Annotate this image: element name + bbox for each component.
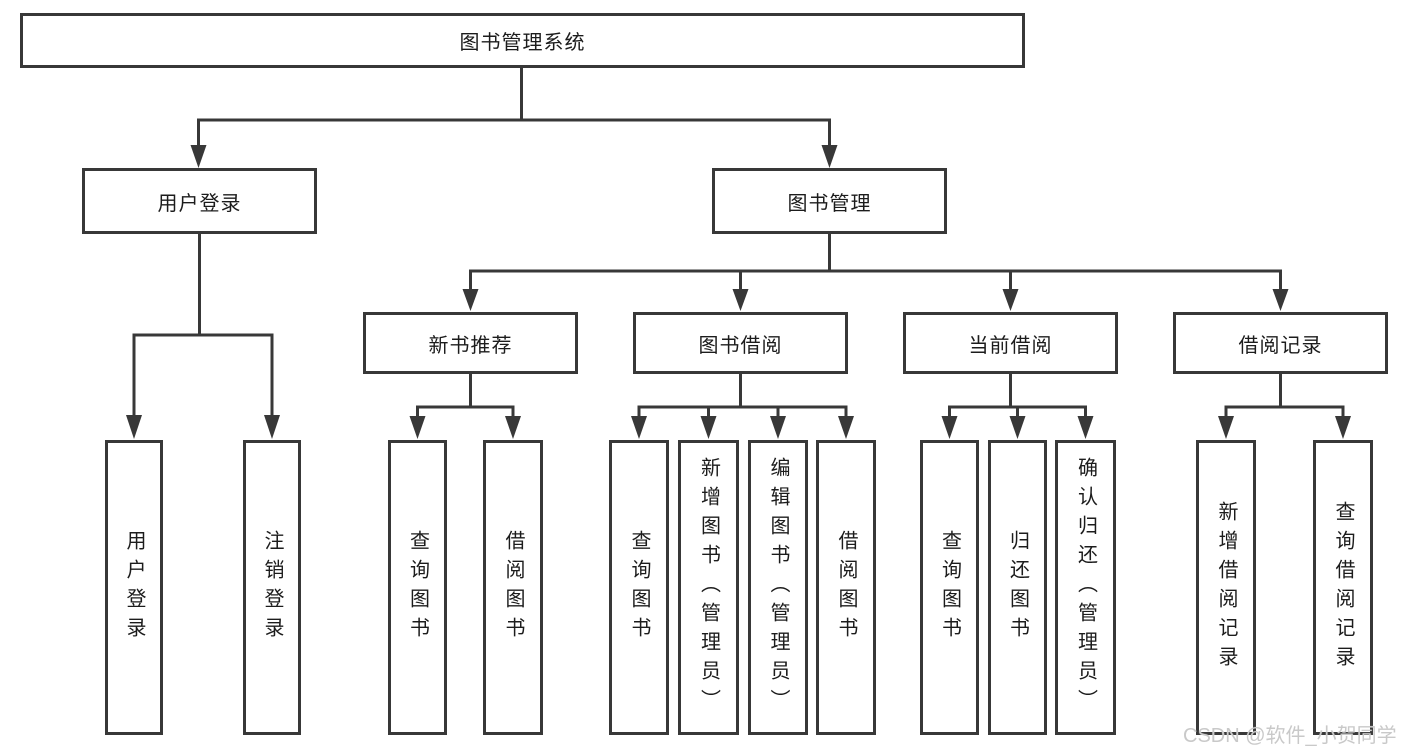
leaf-label: 新增图书（管理员） xyxy=(697,457,720,718)
leaf-label: 编辑图书（管理员） xyxy=(767,457,789,718)
connector-userlogin-to-leaves xyxy=(126,232,280,439)
leaf-return-books: 归还图书 xyxy=(988,440,1047,735)
node-label: 当前借阅 xyxy=(968,334,1053,357)
leaf-add-books-admin: 新增图书（管理员） xyxy=(678,440,739,735)
leaf-edit-books-admin: 编辑图书（管理员） xyxy=(748,440,808,735)
leaf-query-borrow-record: 查询借阅记录 xyxy=(1313,440,1373,735)
node-book-borrowing: 图书借阅 xyxy=(633,312,848,374)
node-current-borrowing: 当前借阅 xyxy=(903,312,1118,374)
connector-bookborrow-to-leaves xyxy=(631,371,854,439)
leaf-confirm-return-admin: 确认归还（管理员） xyxy=(1055,440,1116,735)
leaf-label: 归还图书 xyxy=(1006,529,1029,646)
connector-borrrec-to-leaves xyxy=(1218,371,1351,439)
leaf-label: 新增借阅记录 xyxy=(1215,500,1237,675)
node-label: 借阅记录 xyxy=(1238,334,1323,357)
leaf-label: 借阅图书 xyxy=(502,529,524,646)
node-library-management-system: 图书管理系统 xyxy=(20,13,1025,68)
leaf-query-books: 查询图书 xyxy=(388,440,447,735)
leaf-query-books: 查询图书 xyxy=(609,440,669,735)
connector-currborrow-to-leaves xyxy=(941,371,1094,439)
node-label: 图书管理 xyxy=(787,192,872,215)
leaf-label: 确认归还（管理员） xyxy=(1074,457,1097,718)
leaf-user-login: 用户登录 xyxy=(105,440,163,735)
leaf-borrow-books: 借阅图书 xyxy=(483,440,543,735)
leaf-add-borrow-record: 新增借阅记录 xyxy=(1196,440,1256,735)
node-label: 新书推荐 xyxy=(428,334,513,357)
connector-root-to-level2 xyxy=(190,66,838,168)
leaf-borrow-books: 借阅图书 xyxy=(816,440,876,735)
leaf-label: 查询图书 xyxy=(628,529,650,646)
node-user-login: 用户登录 xyxy=(82,168,317,234)
node-label: 图书借阅 xyxy=(698,334,783,357)
node-label: 用户登录 xyxy=(157,192,242,215)
csdn-watermark: CSDN @软件_小贺同学 xyxy=(1183,725,1397,747)
leaf-label: 借阅图书 xyxy=(835,529,857,646)
leaf-label: 查询图书 xyxy=(406,529,429,646)
node-borrowing-records: 借阅记录 xyxy=(1173,312,1388,374)
node-label: 图书管理系统 xyxy=(459,32,586,54)
leaf-label: 注销登录 xyxy=(261,529,283,646)
node-book-management: 图书管理 xyxy=(712,168,947,234)
leaf-label: 用户登录 xyxy=(123,529,145,646)
connector-bookmgmt-to-level3 xyxy=(462,232,1289,311)
connector-newbook-to-leaves xyxy=(409,371,521,439)
leaf-label: 查询图书 xyxy=(938,529,961,646)
leaf-query-books: 查询图书 xyxy=(920,440,979,735)
node-new-book-recommendation: 新书推荐 xyxy=(363,312,578,374)
leaf-label: 查询借阅记录 xyxy=(1332,500,1354,675)
leaf-logout: 注销登录 xyxy=(243,440,301,735)
